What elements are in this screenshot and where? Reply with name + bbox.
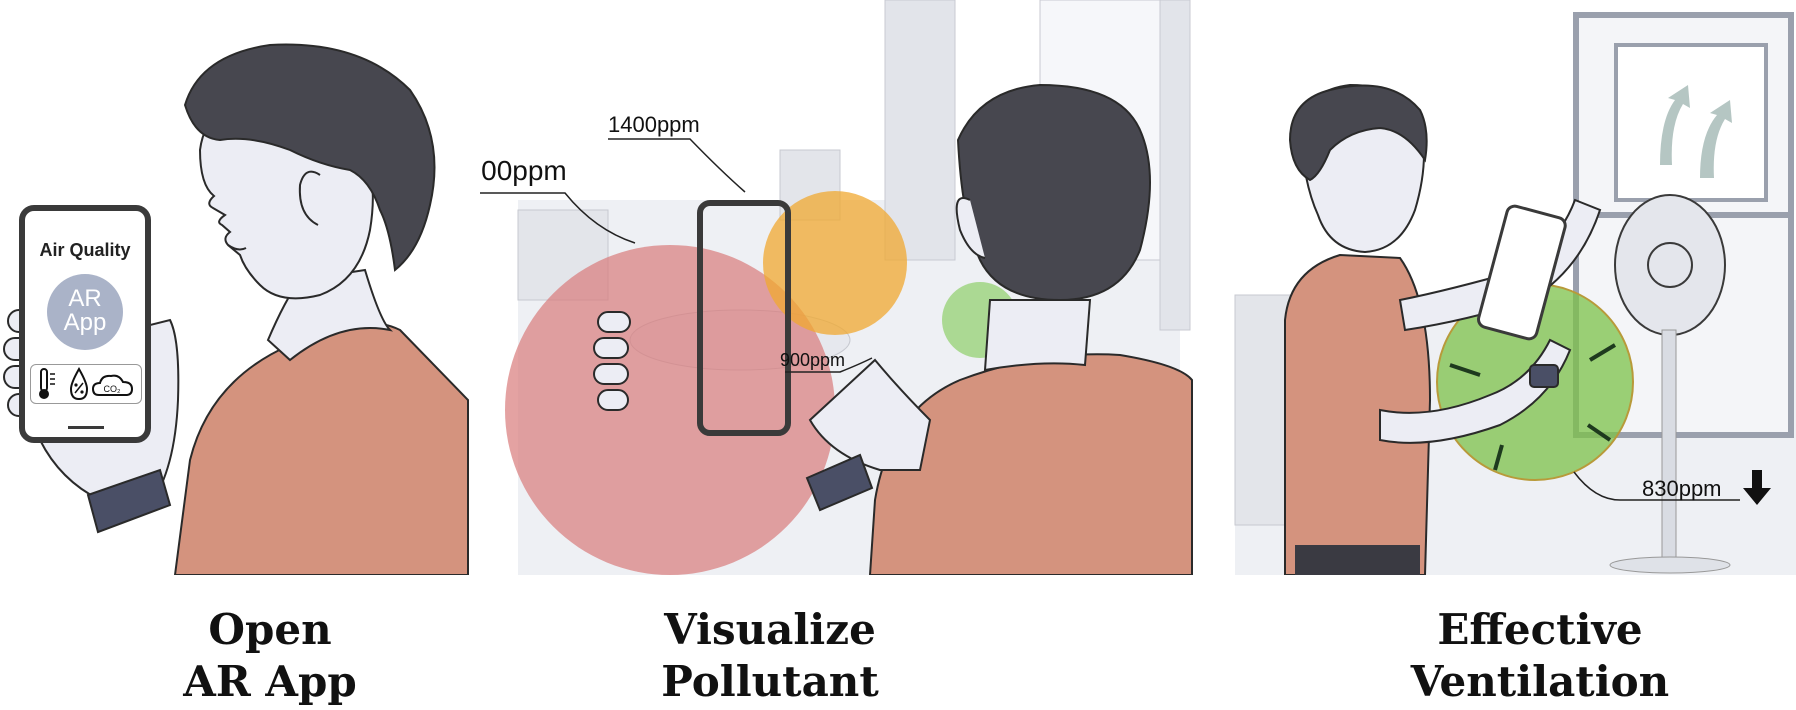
caption-line1: Open — [208, 605, 332, 654]
reading-label-900: 900ppm — [780, 350, 845, 370]
phone-ar-view — [697, 200, 791, 436]
pollutant-bubble-1800 — [505, 245, 835, 575]
scene-effective-ventilation: 830ppm — [1230, 0, 1796, 575]
scene-open-ar-app — [0, 0, 470, 575]
caption-visualize-pollutant: Visualize Pollutant — [560, 604, 980, 708]
phone-body — [1477, 204, 1567, 341]
panel-visualize-pollutant: 1800ppm 1400ppm 900ppm Visualize Polluta… — [480, 0, 1200, 710]
thermometer-icon — [39, 368, 55, 399]
person-ear — [298, 170, 321, 226]
phone-title: Air Quality — [39, 240, 131, 260]
inward-arrow-icon — [1588, 343, 1617, 362]
person-arm — [808, 358, 932, 471]
phone-screen[interactable]: Air Quality AR App — [28, 214, 142, 434]
airflow-arrow-icon — [1700, 100, 1732, 178]
caption-line1: Visualize — [664, 605, 876, 654]
caption-line1: Effective — [1437, 605, 1643, 654]
reading-label-1400: 1400ppm — [608, 112, 700, 137]
caption-open-ar-app: Open AR App — [60, 604, 480, 708]
person-hair — [183, 43, 436, 272]
panel-open-ar-app: Air Quality AR App — [0, 0, 470, 710]
inward-arrow-icon — [1449, 363, 1481, 377]
person-shirt — [1284, 253, 1432, 575]
sensor-icon-row: CO₂ — [30, 364, 142, 404]
wristband — [86, 468, 172, 534]
ar-app-logo[interactable]: AR App — [47, 274, 123, 350]
inward-arrow-icon — [1493, 444, 1504, 471]
person-head — [956, 83, 1151, 302]
reading-label-1800: 1800ppm — [480, 155, 567, 186]
scene-visualize-pollutant: 1800ppm 1400ppm 900ppm — [480, 0, 1200, 575]
fan-head — [1614, 194, 1726, 336]
window-curtain — [884, 0, 956, 261]
caption-line2: Pollutant — [661, 657, 879, 706]
humidity-icon — [69, 366, 89, 401]
reading-label-830: 830ppm — [1642, 476, 1722, 501]
person-shirt — [173, 321, 469, 575]
wristband — [1529, 364, 1559, 388]
caption-line2: Ventilation — [1410, 657, 1670, 706]
caption-line2: AR App — [183, 657, 357, 706]
co2-cloud-icon: CO₂ — [91, 374, 134, 396]
wristband — [805, 453, 874, 512]
arrow-down-icon — [1743, 470, 1771, 505]
panel-effective-ventilation: 830ppm Effective Ventilation — [1230, 0, 1796, 710]
person-hand — [39, 318, 180, 507]
caption-effective-ventilation: Effective Ventilation — [1330, 604, 1750, 708]
ar-app-logo-line1: AR — [68, 285, 102, 312]
pollutant-bubble-1400 — [763, 191, 907, 335]
fan-stand — [1661, 329, 1677, 561]
airflow-arrow-icon — [1660, 85, 1690, 165]
inward-arrow-icon — [1586, 423, 1612, 442]
co2-label: CO₂ — [104, 384, 122, 394]
person-hair — [1288, 84, 1428, 182]
ar-app-logo-line2: App — [63, 309, 107, 336]
